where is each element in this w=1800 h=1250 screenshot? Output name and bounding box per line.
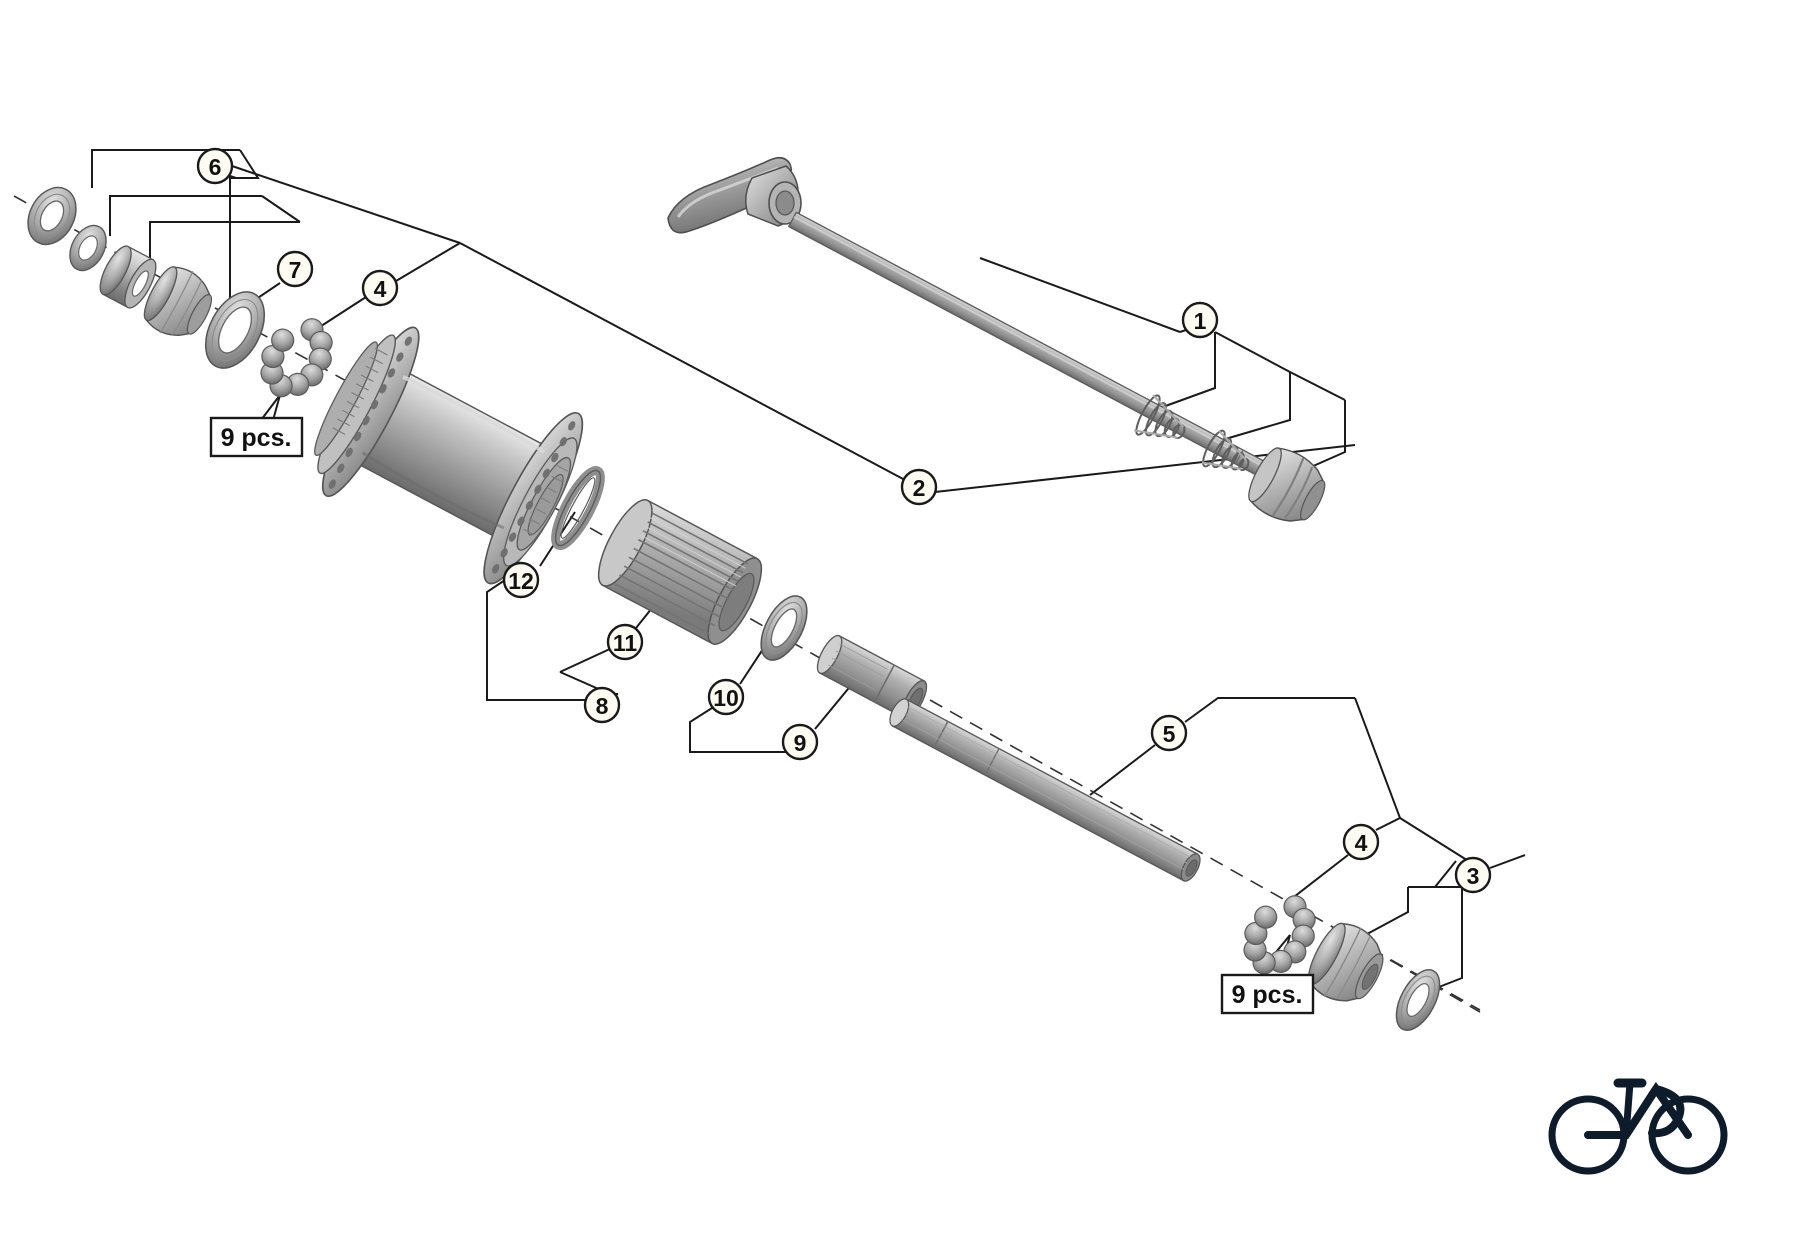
leader-5 [1089,744,1156,796]
hub-shell [314,326,584,585]
callout-12-o-ring-spacer[interactable]: 12 [502,561,540,599]
leader-6-long [231,165,461,244]
bracket-10 [689,707,713,744]
callout-5-label: 5 [1163,721,1176,747]
callout-7-label: 7 [289,257,302,283]
leader-3 [1489,854,1526,869]
leader-4a-up [395,242,461,282]
qr-skewer-rod [787,211,1290,489]
bracket-9 [689,744,786,753]
bracket-1-link1 [1214,331,1291,373]
bracket-12 [486,579,506,598]
qr-spring-b [1201,429,1250,472]
bracket-6-join2 [261,195,301,223]
callout-10-label: 10 [713,685,739,711]
note-9-pcs-left-text: 9 pcs. [221,424,292,452]
callout-12-label: 12 [508,568,534,594]
callout-8-label: 8 [596,693,609,719]
quick-release-lever [667,156,802,234]
bracket-6-join [236,149,260,179]
spacer-left [99,245,157,309]
bracket-5-down [1354,697,1401,819]
callout-9-label: 9 [794,730,807,756]
part-group-left [27,186,266,369]
note-9-pcs-right-text: 9 pcs. [1232,981,1303,1009]
callout-9-freehub-fixing-bolt[interactable]: 9 [781,723,819,761]
leader-4b [1289,854,1349,901]
washer-left [69,224,107,272]
o-ring-spacer [551,465,605,551]
callout-4-left-label: 4 [374,276,387,302]
callout-11-freehub-body[interactable]: 11 [606,623,644,661]
note-9-pcs-left: 9 pcs. [209,416,304,458]
hub-flange-right [483,412,584,585]
bracket-6-c [149,221,300,263]
bracket-1-mid [1159,332,1216,409]
callout-1-label: 1 [1194,308,1207,334]
dust-cap-left [204,291,266,369]
callout-2-complete-quick-release[interactable]: 2 [900,468,938,506]
freehub-fixing-bolt [816,634,928,720]
bracket-6-d [229,177,236,307]
callout-3-label: 3 [1467,863,1480,889]
callout-11-label: 11 [613,630,638,656]
bracket-5 [1184,697,1355,723]
cone-right [1307,922,1384,1002]
callout-8-freehub-body-assembly[interactable]: 8 [583,686,621,724]
hub-axle [889,698,1201,882]
locknut-left [27,186,77,246]
callout-4-steel-balls-left[interactable]: 4 [361,269,399,307]
leader-4a [314,296,367,331]
note-9-pcs-right: 9 pcs. [1220,973,1315,1015]
qr-spring-a [1134,394,1186,440]
bracket-6-a [91,149,240,188]
callout-2-label: 2 [913,475,926,501]
seal-ring [760,595,808,661]
callout-4-right-label: 4 [1355,830,1368,856]
washer-right [1395,969,1441,1031]
bicycle-logo [1548,1078,1728,1175]
bracket-3-a [1355,887,1409,941]
callout-10-seal-ring[interactable]: 10 [707,678,745,716]
callout-bubbles: 1 2 3 4 4 5 6 7 [196,147,1492,894]
callout-4-steel-balls-right[interactable]: 4 [1342,823,1380,861]
bracket-1-mid2 [1221,372,1291,441]
callout-1-quick-release-springs-nut[interactable]: 1 [1181,301,1219,339]
bracket-11-left [559,647,613,673]
callout-6-locknut-washer-cone-left[interactable]: 6 [196,147,234,185]
callout-7-dust-cap-left[interactable]: 7 [276,250,314,288]
callout-5-hub-axle[interactable]: 5 [1150,714,1188,752]
callout-6-label: 6 [209,154,222,180]
bracket-1-top [979,257,1181,333]
bracket-6-b [109,195,262,236]
callout-3-cone-and-washer-right[interactable]: 3 [1454,856,1492,894]
hub-flange-left [314,326,420,498]
cone-left [143,266,213,336]
centerline-right [929,699,1481,1011]
bracket-1-link2 [1289,371,1346,401]
bracket-4b-2 [1399,817,1471,863]
qr-adjusting-nut [1248,447,1326,522]
bracket-4b [1375,817,1401,831]
freehub-body [597,499,763,645]
spine-2-left [459,242,906,481]
quick-release-assembly [667,156,1326,522]
steel-balls-right [1243,895,1316,975]
steel-balls-left [260,318,333,398]
leader-3-up [1434,860,1457,888]
bracket-8-a [486,598,586,701]
